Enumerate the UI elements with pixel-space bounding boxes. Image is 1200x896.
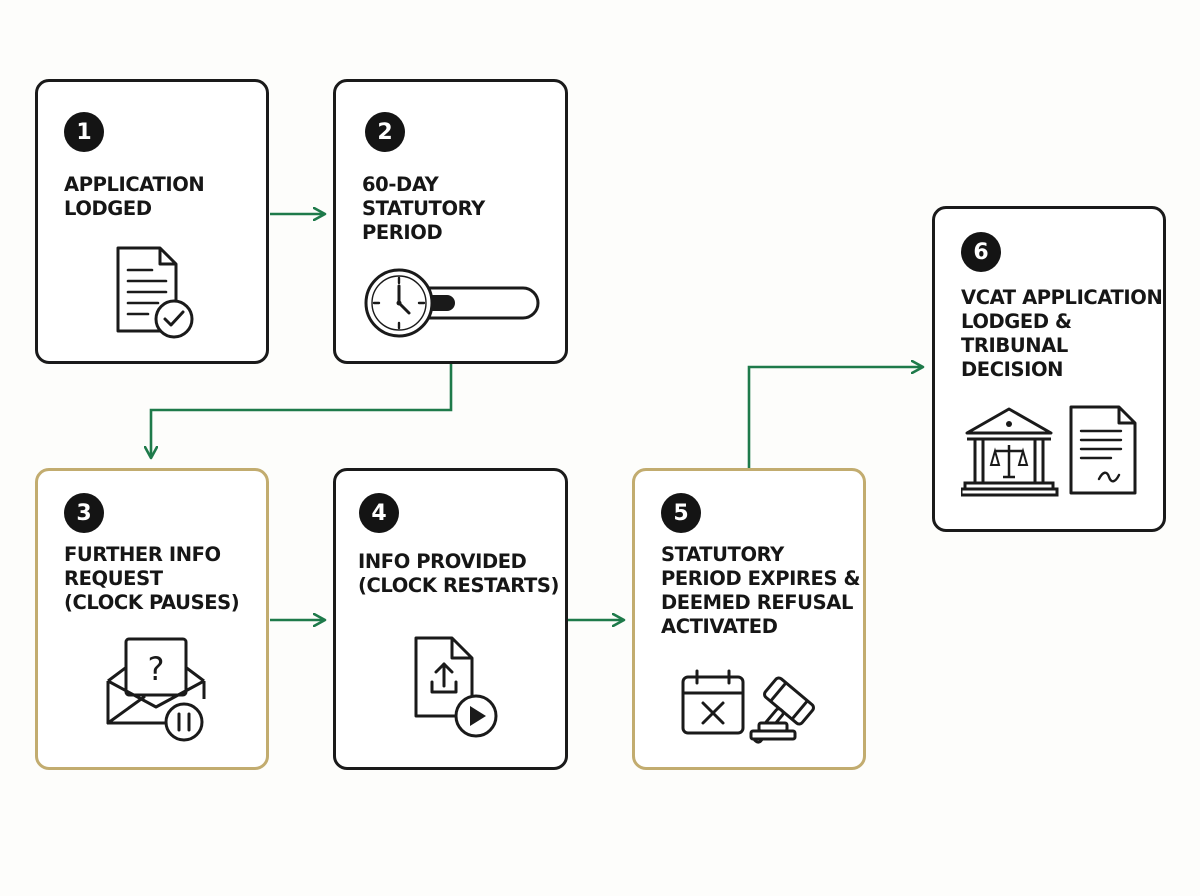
step-title: INFO PROVIDED (CLOCK RESTARTS) xyxy=(358,550,559,597)
step-number-badge: 6 xyxy=(961,232,1001,272)
envelope-question-pause-icon: ? xyxy=(106,637,206,742)
courthouse-document-icon xyxy=(961,405,1137,497)
step-title: 60-DAY STATUTORY PERIOD xyxy=(362,173,485,244)
step-number-badge: 4 xyxy=(359,493,399,533)
step-title: APPLICATION LODGED xyxy=(64,173,205,220)
step-number-badge: 5 xyxy=(661,493,701,533)
arrow-5-to-6 xyxy=(747,367,923,468)
clock-progress-icon xyxy=(364,268,540,338)
arrow-2-to-3 xyxy=(151,364,453,458)
step-card-2: 2 60-DAY STATUTORY PERIOD xyxy=(333,79,568,364)
svg-text:?: ? xyxy=(148,650,165,688)
step-title: VCAT APPLICATION LODGED & TRIBUNAL DECIS… xyxy=(961,286,1163,381)
step-title: FURTHER INFO REQUEST (CLOCK PAUSES) xyxy=(64,543,240,614)
step-number-badge: 2 xyxy=(365,112,405,152)
step-number-badge: 3 xyxy=(64,493,104,533)
step-card-4: 4 INFO PROVIDED (CLOCK RESTARTS) xyxy=(333,468,568,770)
step-card-3: 3 FURTHER INFO REQUEST (CLOCK PAUSES) ? xyxy=(35,468,269,770)
step-card-1: 1 APPLICATION LODGED xyxy=(35,79,269,364)
step-title: STATUTORY PERIOD EXPIRES & DEEMED REFUSA… xyxy=(661,543,861,638)
file-upload-play-icon xyxy=(414,636,498,738)
calendar-gavel-icon xyxy=(681,669,815,744)
step-card-6: 6 VCAT APPLICATION LODGED & TRIBUNAL DEC… xyxy=(932,206,1166,532)
document-check-icon xyxy=(116,246,194,339)
step-number-badge: 1 xyxy=(64,112,104,152)
step-card-5: 5 STATUTORY PERIOD EXPIRES & DEEMED REFU… xyxy=(632,468,866,770)
